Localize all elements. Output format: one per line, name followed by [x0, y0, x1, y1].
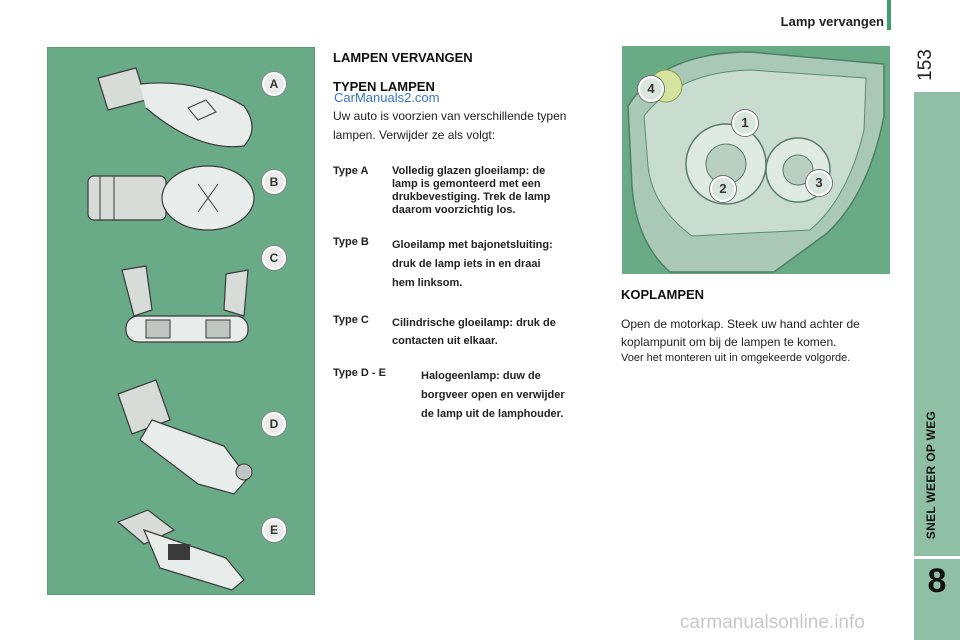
lamp-a-illustration — [97, 67, 253, 148]
type-a-label: Type A — [333, 165, 369, 177]
type-c-text: Cilindrische gloeilamp: druk de contacte… — [392, 317, 556, 347]
headlamp-heading: KOPLAMPEN — [621, 287, 705, 302]
lamp-label-b: B — [262, 170, 286, 194]
lamp-label-a: A — [262, 72, 286, 96]
lamp-b-illustration — [87, 165, 255, 231]
section-title: Lamp vervangen — [780, 14, 884, 29]
intro-paragraph: Uw auto is voorzien van verschillende ty… — [333, 109, 567, 142]
headlamp-paragraph-2: Voer het monteren uit in omgekeerde volg… — [621, 352, 851, 364]
lamp-c-illustration — [121, 265, 249, 343]
callout-4: 4 — [638, 76, 664, 102]
type-a-text: Volledig glazen gloeilamp: de lamp is ge… — [392, 165, 551, 216]
footer-watermark[interactable]: carmanualsonline.info — [680, 612, 865, 633]
headlamp-photo: 4 1 2 3 — [622, 46, 890, 274]
lamp-types-illustration: A B C D E — [47, 47, 315, 595]
type-c-label: Type C — [333, 314, 369, 326]
page-number: 153 — [915, 49, 936, 81]
callout-1: 1 — [732, 110, 758, 136]
lamp-label-d: D — [262, 412, 286, 436]
sub-heading: TYPEN LAMPEN — [333, 79, 435, 94]
header-accent-bar — [887, 0, 891, 30]
main-heading: LAMPEN VERVANGEN — [333, 50, 473, 65]
chapter-tab-label: SNEL WEER OP WEG — [924, 410, 938, 540]
callout-2: 2 — [710, 176, 736, 202]
chapter-number: 8 — [927, 562, 947, 600]
type-b-label: Type B — [333, 236, 369, 248]
lamp-d-illustration — [117, 379, 253, 495]
type-b-text: Gloeilamp met bajonetsluiting: druk de l… — [392, 239, 553, 289]
type-de-text: Halogeenlamp: duw de borgveer open en ve… — [421, 370, 565, 420]
headlamp-paragraph-1: Open de motorkap. Steek uw hand achter d… — [621, 317, 860, 349]
type-de-label: Type D - E — [333, 367, 386, 379]
callout-3: 3 — [806, 170, 832, 196]
lamp-label-c: C — [262, 246, 286, 270]
watermark-link[interactable]: CarManuals2.com — [334, 90, 440, 105]
chapter-side-tab — [914, 92, 960, 640]
lamp-e-illustration — [116, 509, 245, 591]
lamp-label-e: E — [262, 518, 286, 542]
side-tab-divider — [912, 556, 960, 559]
